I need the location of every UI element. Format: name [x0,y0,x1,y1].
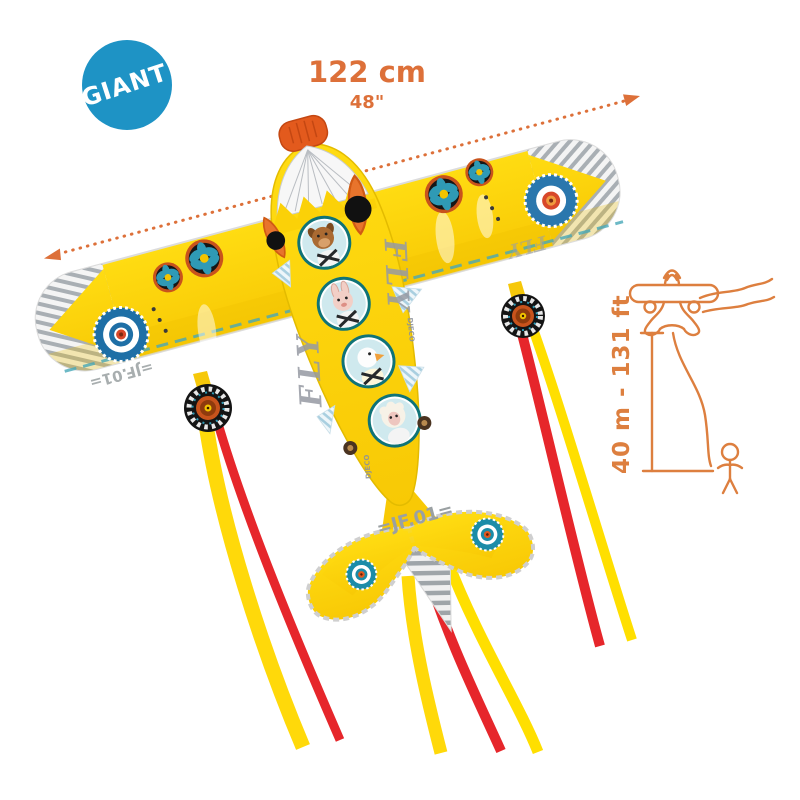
ribbon-tail-yellow-2 [442,560,544,755]
tail-roundel-right-icon [470,517,505,552]
ribbon-right-yellow [527,324,637,642]
fuselage-fly-left-label: FLY [291,329,330,409]
flight-height-label: 40 m - 131 ft [609,294,635,474]
wing-dots [151,195,501,333]
porthole-rabbit [316,276,371,331]
flight-height-diagram [628,269,776,495]
ribbon-tail-yellow-1 [401,575,448,755]
height-measure-line [639,331,715,473]
deco-triangles [271,259,425,435]
giant-badge: GIANT [78,40,172,130]
arrowhead-left-icon [44,248,61,261]
plane-kite: =JF.01= FLY [24,114,631,633]
wheel-right-icon [501,294,545,338]
arrowhead-right-icon [623,94,640,106]
sketch-ribbons-icon [698,277,776,314]
tail-roundel-left-icon [345,558,378,591]
roundel-left-icon [92,305,150,363]
fuselage-fly-right-label: FLY [376,237,415,317]
fuselage: FLY FLY DJECO DJECO [262,114,444,544]
person-icon [716,442,744,495]
porthole-sheep [367,393,422,448]
giant-badge-circle [82,40,172,130]
brand-label-left: DJECO [363,454,373,479]
porthole-duck [341,334,396,389]
wheel-left-icon [184,384,232,432]
brand-label-right: DJECO [406,317,416,342]
porthole-dog [297,215,352,270]
rotor-flower-icons [152,158,494,293]
ribbon-left-red [212,418,345,742]
landing-gear [184,281,545,432]
roundel-right-icon [523,173,579,229]
wingspan-alt-value: 48" [350,92,384,113]
kite-string-line [671,331,713,468]
tail-stabilizer: =JF.01= [305,499,536,622]
sketch-plane-icon [628,269,720,337]
engine-eye-icons [262,174,372,259]
ribbon-right-red [516,328,605,648]
ribbon-left-yellow [198,422,310,750]
fuselage-buttons [343,415,432,456]
wingspan-value: 122 cm [308,55,426,89]
